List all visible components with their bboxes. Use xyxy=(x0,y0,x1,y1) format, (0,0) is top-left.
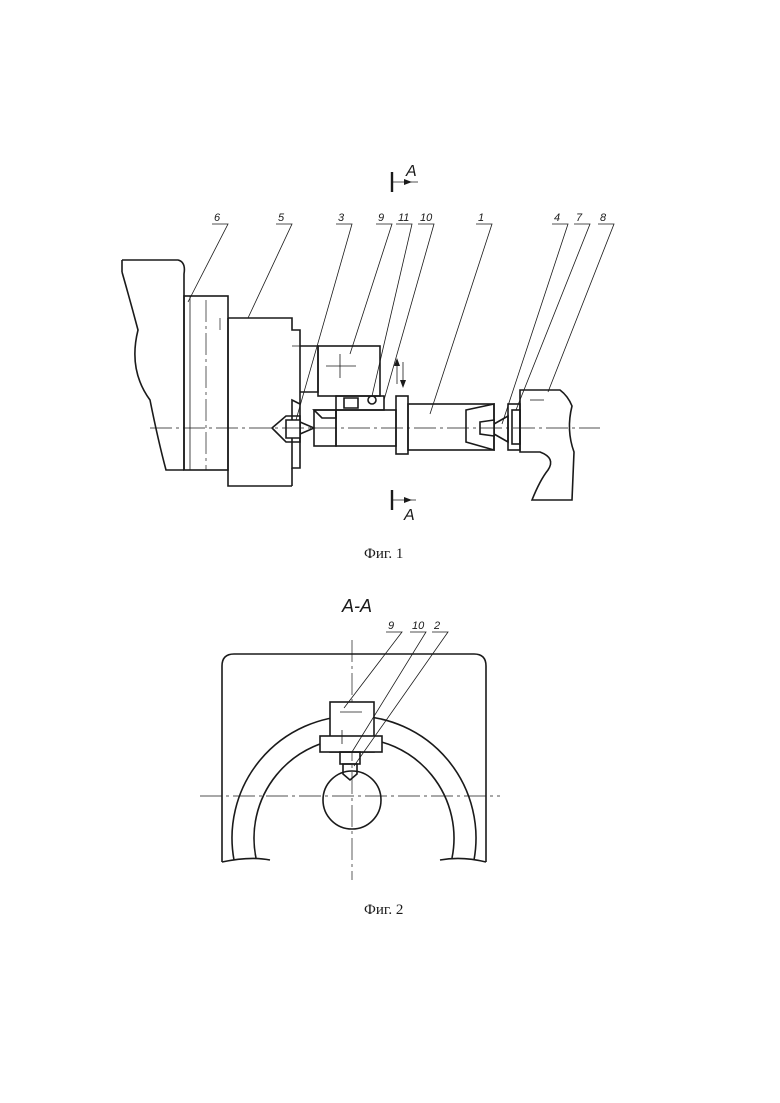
callout-6: 6 xyxy=(214,212,221,224)
tail-centre-4 xyxy=(494,416,508,442)
callout-2-fig2: 2 xyxy=(433,620,440,632)
motion-arrow xyxy=(394,358,406,388)
callout-7: 7 xyxy=(576,212,583,224)
figure-2-caption: Фиг. 2 xyxy=(364,902,403,919)
callout-5: 5 xyxy=(278,212,285,224)
workpiece-1 xyxy=(314,396,494,454)
callout-11: 11 xyxy=(398,212,409,224)
section-mark-top: A xyxy=(392,163,418,192)
callout-8: 8 xyxy=(600,212,607,224)
callout-10: 10 xyxy=(420,212,433,224)
machine-bed xyxy=(122,260,184,470)
figure-1-drawing: A A xyxy=(122,163,614,524)
section-mark-top-letter: A xyxy=(405,163,417,180)
callout-4: 4 xyxy=(554,212,560,224)
callout-10-fig2: 10 xyxy=(412,620,425,632)
figure-2-drawing: A-A 9 10 2 xyxy=(200,596,500,880)
section-mark-bottom-letter: A xyxy=(403,507,415,524)
roller-11 xyxy=(368,396,376,404)
callout-3: 3 xyxy=(338,212,345,224)
section-mark-bottom: A xyxy=(392,490,416,524)
callout-9: 9 xyxy=(378,212,384,224)
figure-1-caption: Фиг. 1 xyxy=(364,546,403,563)
section-title: A-A xyxy=(341,596,372,616)
tailstock-8 xyxy=(520,390,574,500)
inner-ring xyxy=(254,738,454,858)
callout-9-fig2: 9 xyxy=(388,620,394,632)
quill-7 xyxy=(508,404,520,450)
headstock-5 xyxy=(228,318,300,486)
callout-1: 1 xyxy=(478,212,484,224)
